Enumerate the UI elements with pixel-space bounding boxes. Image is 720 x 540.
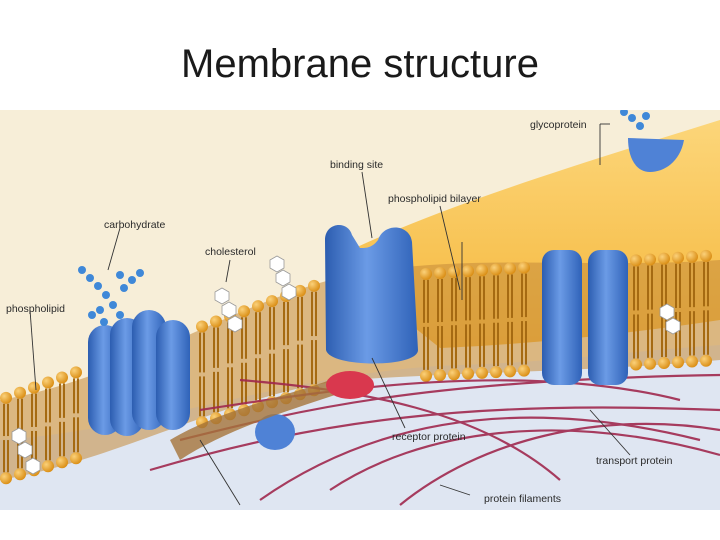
lipid-head-outer: [672, 251, 684, 264]
lipid-head-outer: [434, 266, 446, 279]
lipid-head-inner: [70, 452, 82, 465]
label-carbohydrate: carbohydrate: [104, 219, 165, 231]
lipid-head-outer: [462, 265, 474, 278]
lipid-head-outer: [42, 376, 54, 389]
membrane-diagram: glycoprotein binding site phospholipid b…: [0, 110, 720, 510]
receptor-protein-shape: [326, 371, 374, 399]
lipid-head-outer: [14, 386, 26, 399]
lipid-head-outer: [700, 249, 712, 262]
label-receptor-protein: receptor protein: [392, 431, 466, 443]
lipid-head-inner: [434, 369, 446, 382]
lipid-tails: [3, 261, 709, 473]
lipid-head-inner: [518, 364, 530, 377]
cholesterol-molecules: [11, 255, 681, 475]
lipid-head-outer: [308, 279, 320, 292]
cytoplasm-region: [0, 345, 720, 510]
lipid-head-outer: [476, 264, 488, 277]
lipid-head-inner: [644, 357, 656, 370]
label-binding-site: binding site: [330, 159, 383, 171]
lipid-head-inner: [504, 365, 516, 378]
lipid-head-inner: [42, 460, 54, 473]
label-phospholipid-bilayer: phospholipid bilayer: [388, 193, 481, 205]
lipid-head-outer: [0, 391, 12, 404]
lipid-head-inner: [420, 369, 432, 382]
label-glycoprotein: glycoprotein: [530, 119, 587, 131]
peripheral-protein: [255, 414, 295, 450]
lipid-head-outer: [504, 262, 516, 275]
lipid-head-inner: [700, 354, 712, 367]
lipid-head-outer: [630, 254, 642, 267]
lipid-head-outer: [210, 315, 222, 328]
lipid-head-outer: [294, 284, 306, 297]
lipid-head-outer: [266, 295, 278, 308]
lipid-head-outer: [252, 300, 264, 313]
lipid-head-outer: [644, 253, 656, 266]
label-cholesterol: cholesterol: [205, 246, 256, 258]
lipid-head-inner: [56, 456, 68, 469]
lipid-head-outer: [686, 250, 698, 263]
lipid-head-inner: [490, 366, 502, 379]
lipid-head-inner: [658, 357, 670, 370]
lipid-head-outer: [490, 263, 502, 276]
lipid-head-inner: [0, 472, 12, 485]
lipid-head-outer: [28, 381, 40, 394]
label-transport-protein: transport protein: [596, 455, 673, 467]
lipid-heads: [0, 249, 712, 485]
lipid-head-inner: [448, 368, 460, 381]
lipid-head-inner: [672, 356, 684, 369]
lipid-head-outer: [196, 320, 208, 333]
leader-lines: [29, 123, 631, 506]
channel-protein: [88, 310, 190, 436]
lipid-head-inner: [630, 358, 642, 371]
lipid-head-outer: [70, 366, 82, 379]
lipid-head-outer: [658, 252, 670, 265]
slide-title: Membrane structure: [181, 42, 539, 86]
lipid-head-outer: [420, 267, 432, 280]
transport-protein: [542, 250, 628, 385]
lipid-head-inner: [462, 367, 474, 380]
lipid-head-inner: [14, 468, 26, 481]
lipid-head-inner: [686, 355, 698, 368]
lipid-head-outer: [56, 371, 68, 384]
binding-site-protein: [325, 224, 418, 364]
lipid-head-outer: [448, 266, 460, 279]
lipid-head-outer: [238, 305, 250, 318]
lipid-head-outer: [518, 261, 530, 274]
lipid-head-inner: [476, 366, 488, 379]
glycoprotein: [620, 110, 684, 172]
label-protein-filaments: protein filaments: [484, 493, 561, 505]
cytoskeleton-strand: [170, 380, 335, 460]
label-phospholipid: phospholipid: [6, 303, 65, 315]
carbohydrate-chain: [78, 266, 144, 326]
protein-filaments: [149, 373, 720, 506]
